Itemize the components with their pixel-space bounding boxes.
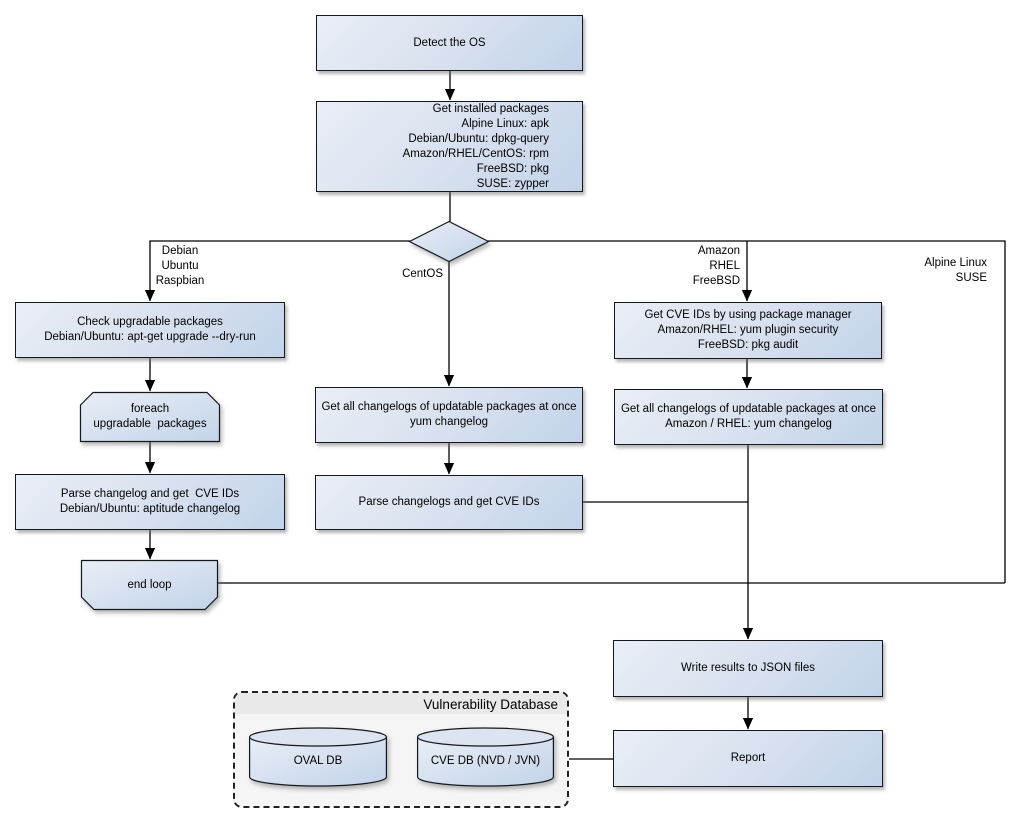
edge-decision-right-trunk [488, 240, 1006, 583]
vulnerability-database-title: Vulnerability Database [235, 693, 567, 714]
edge-decision-debian [144, 240, 410, 302]
